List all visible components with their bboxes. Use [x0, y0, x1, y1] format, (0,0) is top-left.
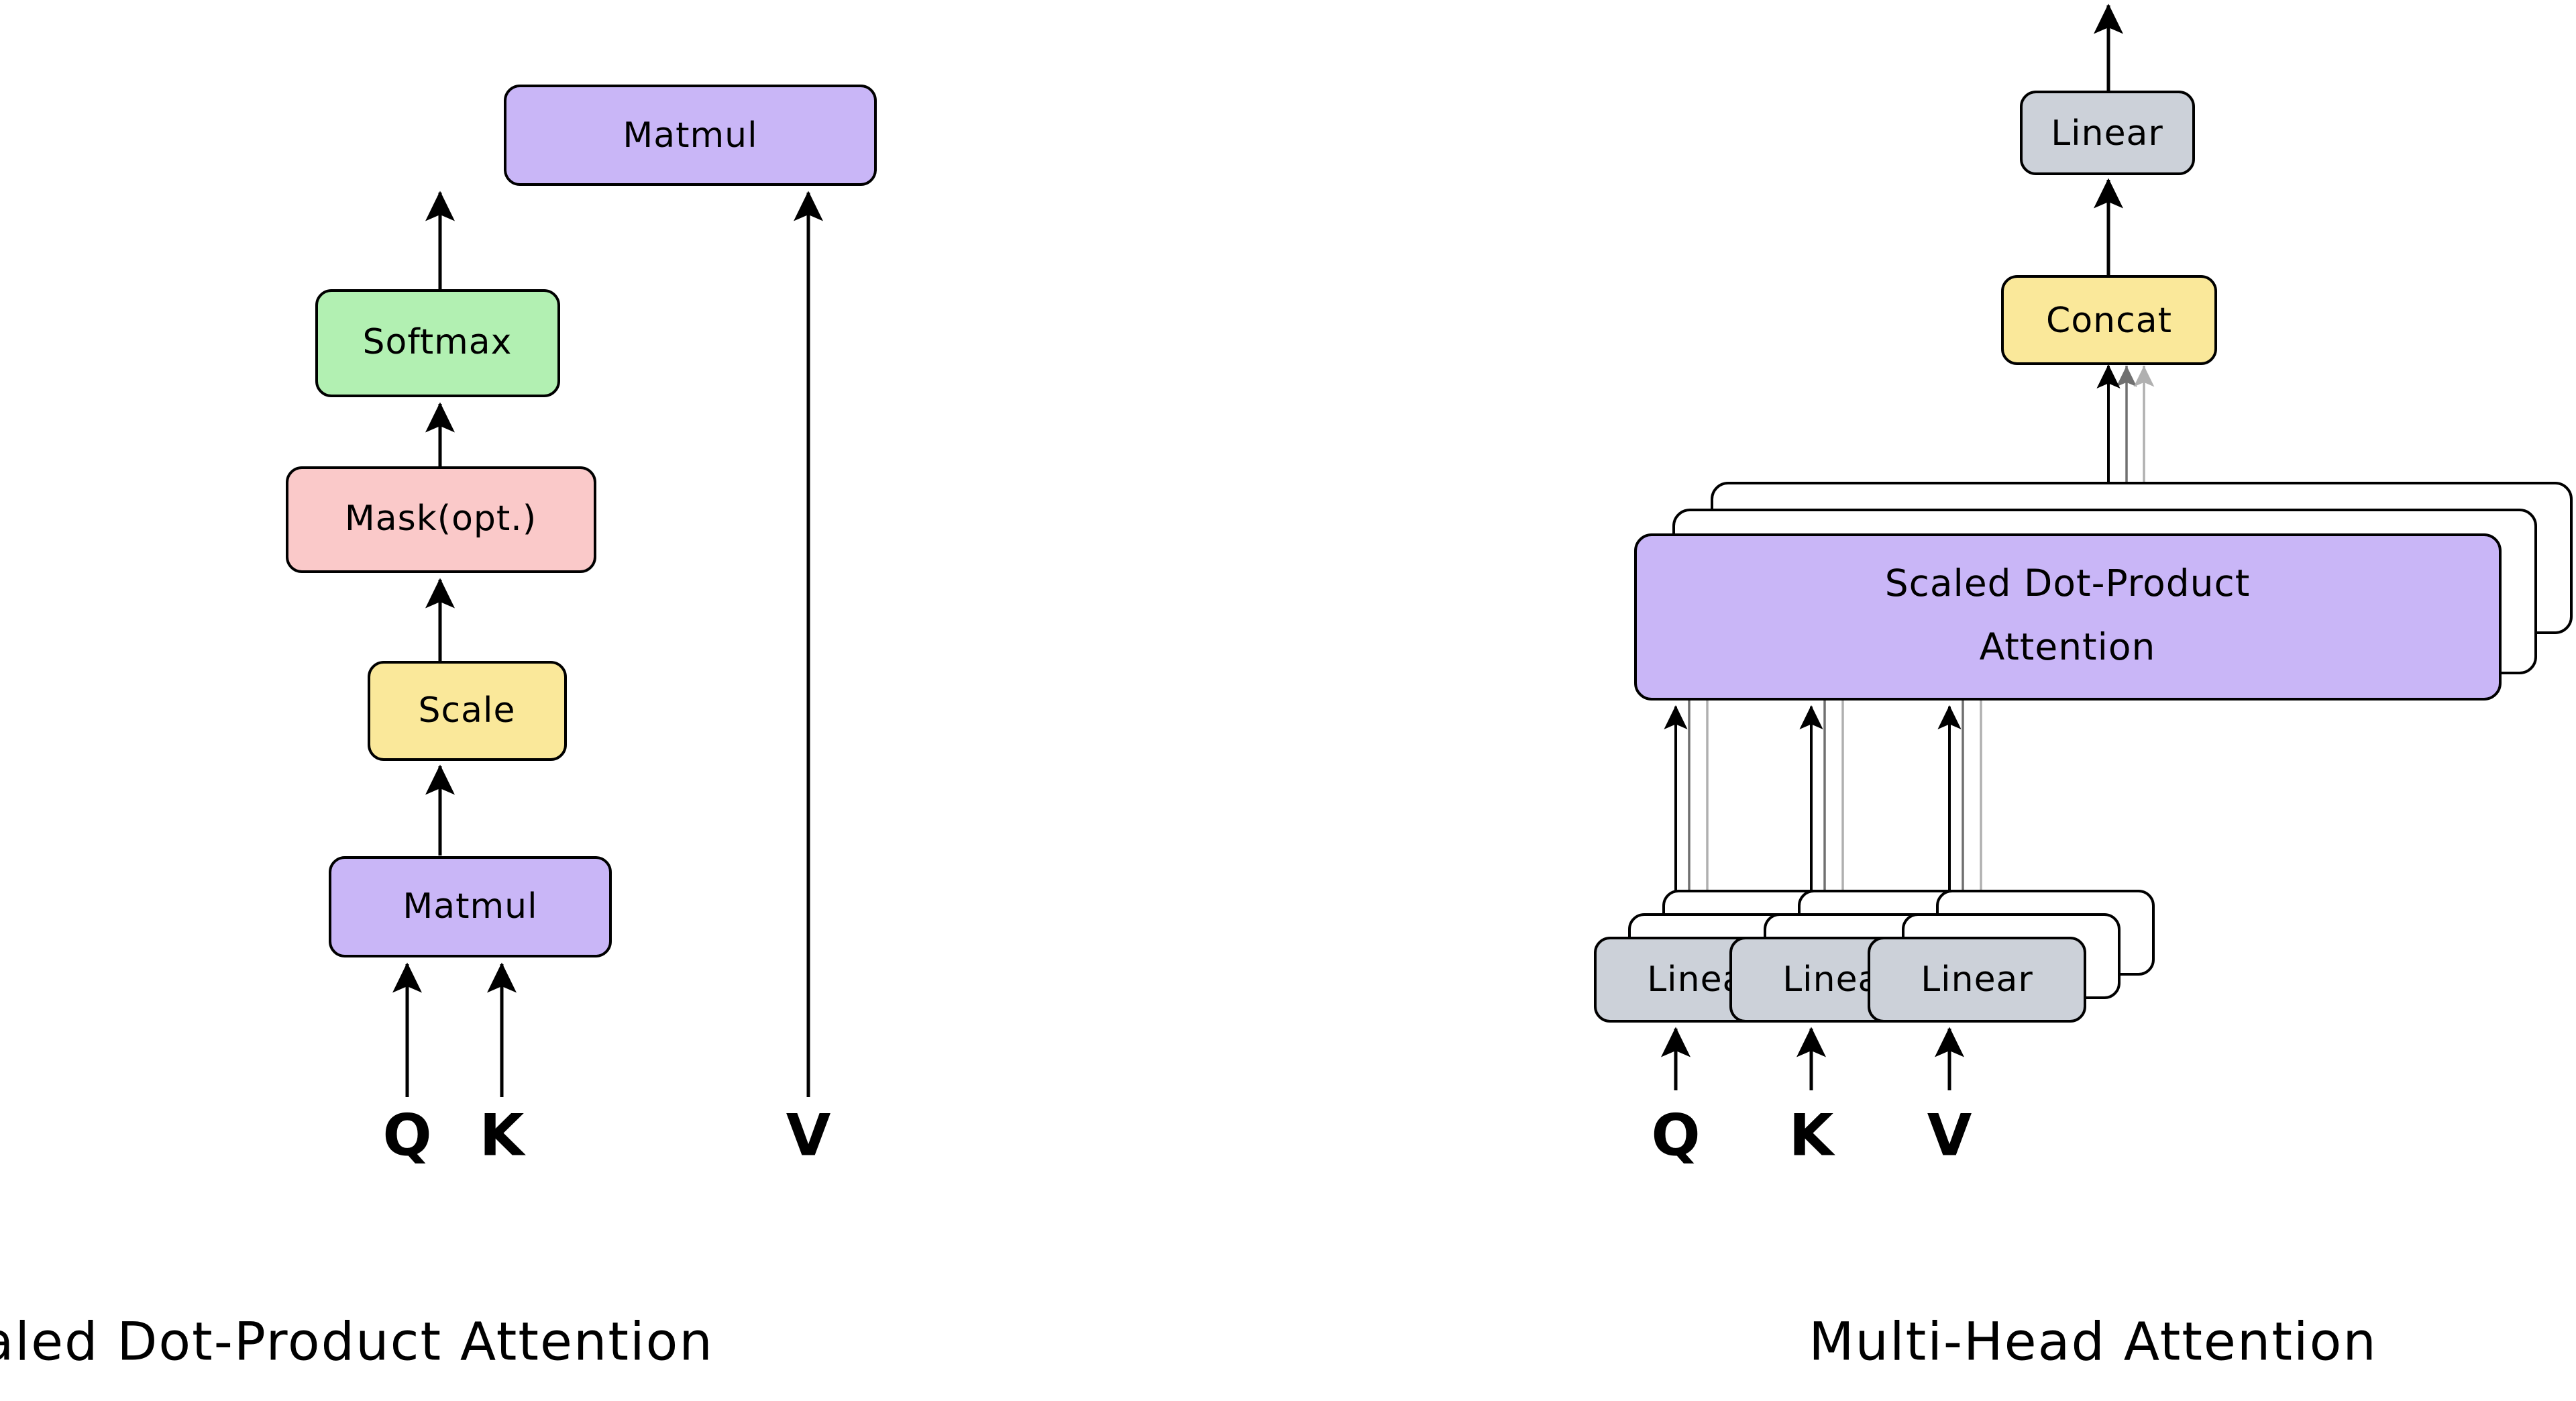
node-matmul-top[interactable]: Matmul	[504, 85, 877, 186]
node-attention-rect[interactable]	[1634, 533, 2502, 701]
node-linear-out[interactable]: Linear	[2020, 91, 2195, 175]
node-linear-v-stack[interactable]: Linear	[1868, 890, 2155, 1023]
input-label-v: V	[786, 1102, 831, 1169]
node-mask-rect[interactable]	[286, 466, 596, 573]
node-softmax[interactable]: Softmax	[315, 289, 560, 397]
input-label-q-right: Q	[1651, 1102, 1700, 1169]
node-scale-rect[interactable]	[368, 661, 567, 761]
node-softmax-label: Softmax	[363, 322, 513, 362]
node-linear-out-label: Linear	[2051, 113, 2163, 154]
input-label-k-right: K	[1789, 1102, 1836, 1169]
node-linear-out-rect[interactable]	[2020, 91, 2195, 175]
node-linear-v-rect[interactable]	[1868, 937, 2086, 1023]
node-attention-label-line1: Scaled Dot-Product	[1885, 562, 2251, 605]
input-label-k: K	[480, 1102, 527, 1169]
node-matmul-bottom[interactable]: Matmul	[329, 856, 612, 957]
node-matmul-top-label: Matmul	[623, 115, 757, 156]
node-attention-label-line2: Attention	[1980, 625, 2156, 668]
left-panel-caption: Scaled Dot-Product Attention	[0, 1312, 714, 1372]
node-concat-label: Concat	[2046, 301, 2172, 341]
node-softmax-rect[interactable]	[315, 289, 560, 397]
node-attention-stack[interactable]: Scaled Dot-Product Attention	[1634, 482, 2573, 701]
node-matmul-top-rect[interactable]	[504, 85, 877, 186]
node-linear-v-label: Linear	[1921, 959, 2033, 1000]
input-label-v-right: V	[1927, 1102, 1972, 1169]
right-panel-caption: Multi-Head Attention	[1809, 1312, 2377, 1372]
node-scale[interactable]: Scale	[368, 661, 567, 761]
ghost-edges-linear-to-attention	[1688, 654, 1982, 914]
node-concat[interactable]: Concat	[2001, 275, 2217, 365]
node-mask[interactable]: Mask(opt.)	[286, 466, 596, 573]
node-mask-label: Mask(opt.)	[345, 499, 537, 539]
node-matmul-bottom-rect[interactable]	[329, 856, 612, 957]
node-scale-label: Scale	[419, 690, 516, 731]
input-label-q: Q	[382, 1102, 431, 1169]
right-panel-multi-head-attention: Scaled Dot-Product Attention Concat Line…	[1594, 3, 2573, 1372]
node-matmul-bottom-label: Matmul	[402, 886, 537, 927]
node-concat-rect[interactable]	[2001, 275, 2217, 365]
left-panel-scaled-dot-product-attention: Matmul Softmax Mask(opt.) Scale Matmul	[0, 85, 877, 1372]
